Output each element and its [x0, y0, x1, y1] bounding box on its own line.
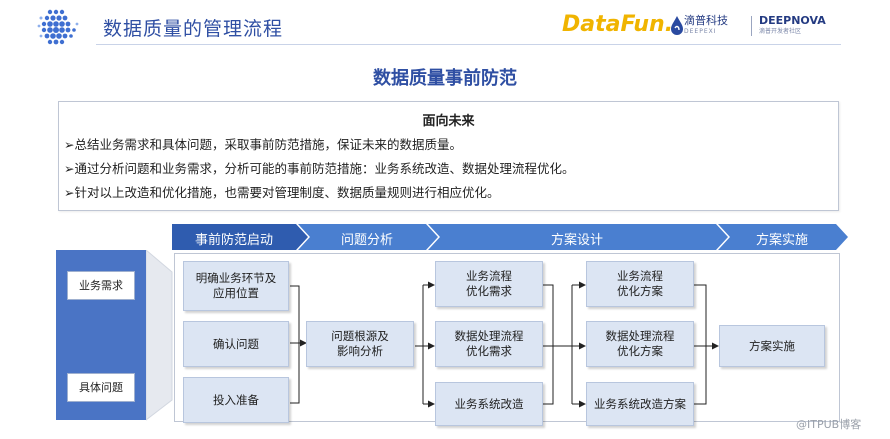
- header-title: 数据质量的管理流程: [103, 18, 284, 40]
- node-confirm-issue: 确认问题: [183, 321, 289, 367]
- node-data-process-plan: 数据处理流程优化方案: [586, 321, 694, 367]
- info-heading: 面向未来: [422, 114, 475, 129]
- node-root-cause-analysis: 问题根源及影响分析: [306, 321, 414, 367]
- phase-label: 事前防范启动: [194, 233, 273, 248]
- node-system-modification-plan: 业务系统改造方案: [586, 382, 694, 426]
- node-identify-business-step: 明确业务环节及应用位置: [183, 261, 289, 311]
- header-divider: [96, 44, 841, 45]
- node-implementation: 方案实施: [719, 325, 825, 367]
- info-line: ➢通过分析问题和业务需求，分析可能的事前防范措施：业务系统改造、数据处理流程优化…: [64, 161, 575, 176]
- panel-fan-shape: [146, 250, 173, 421]
- deepexi-logo: 滴普科技 DEEPEXI: [684, 14, 728, 35]
- phase-label: 方案实施: [755, 233, 808, 248]
- phase-label: 问题分析: [340, 233, 393, 248]
- cube-logo-icon: [37, 9, 79, 45]
- watermark: @ITPUB博客: [796, 418, 862, 431]
- drop-logo-icon: [671, 16, 683, 35]
- section-title: 数据质量事前防范: [373, 68, 517, 89]
- info-line: ➢总结业务需求和具体问题，采取事前防范措施，保证未来的数据质量。: [64, 137, 462, 152]
- deepnova-logo: DEEPNOVA 滴普开发者社区: [759, 14, 826, 35]
- node-data-process-requirement: 数据处理流程优化需求: [435, 321, 543, 367]
- node-system-modification: 业务系统改造: [435, 382, 543, 426]
- info-line: ➢针对以上改造和优化措施，也需要对管理制度、数据质量规则进行相应优化。: [64, 185, 500, 200]
- node-resource-preparation: 投入准备: [183, 377, 289, 423]
- logo-divider: [751, 16, 752, 36]
- info-box: 面向未来 ➢总结业务需求和具体问题，采取事前防范措施，保证未来的数据质量。 ➢通…: [58, 101, 839, 211]
- node-business-process-plan: 业务流程优化方案: [586, 261, 694, 307]
- input-specific-issues: 具体问题: [67, 373, 135, 402]
- input-business-needs: 业务需求: [67, 271, 135, 300]
- node-business-process-requirement: 业务流程优化需求: [435, 261, 543, 307]
- datafun-logo: DataFun.: [562, 12, 674, 37]
- phase-label: 方案设计: [550, 233, 603, 248]
